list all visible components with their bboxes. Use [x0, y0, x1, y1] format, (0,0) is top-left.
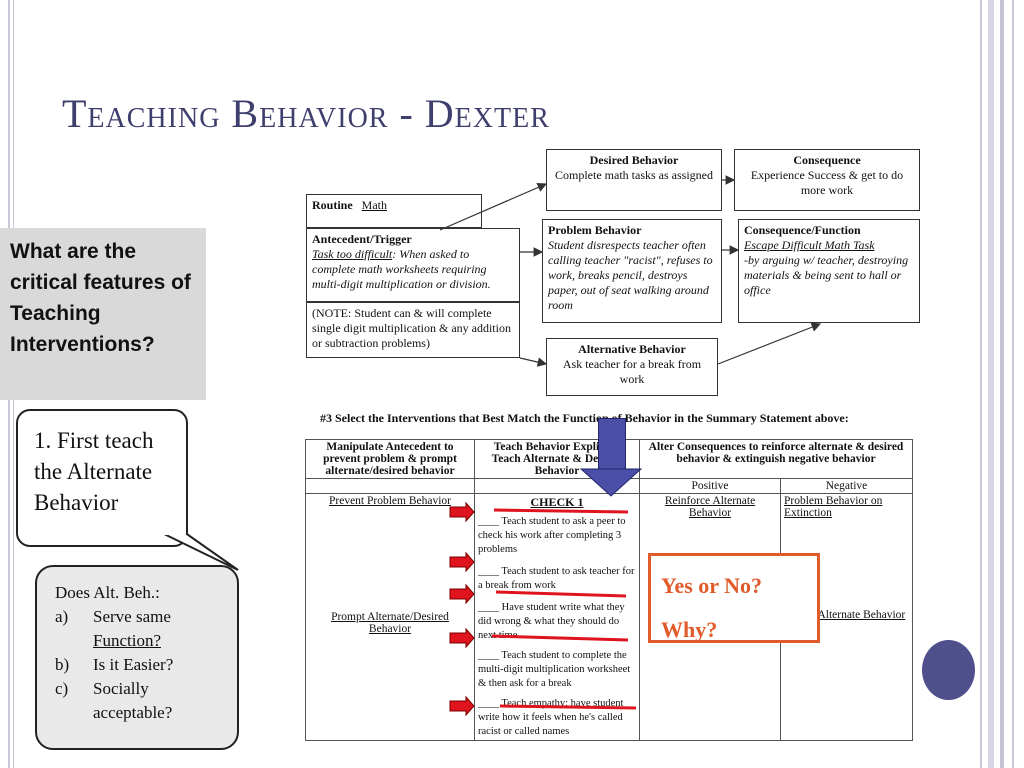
antecedent-heading: Antecedent/Trigger [312, 232, 412, 246]
item-text: Is it Easier? [93, 655, 174, 674]
strike-line [495, 590, 627, 598]
red-arrow-icon [449, 627, 475, 649]
antecedent-box: Antecedent/Trigger Task too difficult: W… [306, 228, 520, 302]
consequence-box: Consequence Experience Success & get to … [734, 149, 920, 211]
speech-bubble: 1. First teach the Alternate Behavior [16, 409, 188, 547]
arrow-antecedent-desired [439, 182, 548, 231]
bubble-text: 1. First teach the Alternate Behavior [34, 428, 154, 515]
slide-title: Teaching Behavior - Dexter [62, 91, 550, 136]
consequence-function-text: -by arguing w/ teacher, destroying mater… [744, 253, 909, 297]
problem-heading: Problem Behavior [548, 223, 642, 237]
antecedent-detail: : When asked to complete math worksheets… [312, 247, 491, 291]
why-text: Why? [661, 617, 718, 642]
note-box: (NOTE: Student can & will complete singl… [306, 302, 520, 358]
prompt-alt-label: Prompt Alternate/Desired Behavior [331, 611, 449, 635]
teach-item: ____ Teach student to ask teacher for a … [478, 566, 635, 591]
frame-line-right-4 [1012, 0, 1014, 768]
arrow-note-alternative [519, 357, 548, 367]
alternative-heading: Alternative Behavior [578, 342, 686, 356]
frame-line-right [980, 0, 982, 768]
teach-item: ____ Teach student to complete the multi… [478, 650, 631, 689]
consequence-function-box: Consequence/Function Escape Difficult Ma… [738, 219, 920, 323]
blue-down-arrow-icon [580, 468, 642, 497]
item-marker: c) [55, 679, 69, 698]
callout-heading: Does Alt. Beh.: [55, 583, 160, 602]
routine-label: Routine [312, 198, 353, 212]
teach-item: ____ Teach empathy: have student write h… [478, 698, 624, 737]
red-annotations [449, 501, 637, 717]
question-text: What are the critical features of Teachi… [10, 240, 191, 356]
yes-no-box: Yes or No? Why? [648, 553, 820, 643]
negative-head: Negative [780, 478, 913, 494]
question-box: What are the critical features of Teachi… [0, 228, 206, 400]
callout-item: c) Socially acceptable? [55, 677, 223, 725]
section-3-heading: #3 Select the Interventions that Best Ma… [320, 411, 849, 425]
alternative-behavior-box: Alternative Behavior Ask teacher for a b… [546, 338, 718, 396]
arrow-alternative-function [717, 322, 822, 365]
item-text: Socially acceptable? [93, 679, 173, 722]
col3-head: Alter Consequences to reinforce alternat… [639, 439, 913, 479]
routine-box: Routine Math [306, 194, 482, 228]
strike-line [491, 634, 629, 642]
desired-text: Complete math tasks as assigned [555, 168, 713, 182]
desired-behavior-box: Desired Behavior Complete math tasks as … [546, 149, 722, 211]
antecedent-detail-label: Task too difficult [312, 247, 393, 261]
red-arrow-icon [449, 583, 475, 605]
red-arrow-icon [449, 695, 475, 717]
decorative-circle [922, 640, 975, 700]
extinction-label: Problem Behavior on Extinction [784, 495, 883, 519]
consequence-heading: Consequence [793, 153, 861, 167]
callout-item: b) Is it Easier? [55, 653, 223, 677]
routine-value: Math [361, 198, 388, 212]
positive-head: Positive [639, 478, 781, 494]
check-label: CHECK 1 [530, 495, 584, 509]
reinforce-label: Reinforce Alternate Behavior [664, 495, 756, 519]
prevent-cell [305, 478, 475, 494]
consequence-function-heading: Consequence/Function [744, 223, 861, 237]
teach-item: ____ Teach student to ask a peer to chec… [478, 516, 626, 555]
item-marker: b) [55, 655, 70, 674]
item-text: Serve same [93, 607, 171, 626]
yes-no-text: Yes or No? [661, 573, 763, 598]
item-marker: a) [55, 607, 69, 626]
strike-line [493, 508, 629, 514]
prevent-label: Prevent Problem Behavior [328, 495, 451, 507]
col1-head: Manipulate Antecedent to prevent problem… [305, 439, 475, 479]
antecedent-col: Prevent Problem Behavior Prompt Alternat… [305, 493, 475, 741]
red-arrow-icon [449, 551, 475, 573]
consequence-text: Experience Success & get to do more work [750, 168, 904, 197]
red-arrow-icon [449, 501, 475, 523]
strike-line [499, 704, 637, 710]
bubble-tail [158, 531, 239, 571]
desired-heading: Desired Behavior [589, 153, 679, 167]
note-text: (NOTE: Student can & will complete singl… [312, 306, 511, 350]
teach-col: CHECK 1 ____ Teach student to ask a peer… [474, 493, 640, 741]
flow-arrows [439, 175, 822, 367]
problem-text: Student disrespects teacher often callin… [548, 238, 713, 312]
alternative-text: Ask teacher for a break from work [562, 357, 702, 386]
consequence-function-sub: Escape Difficult Math Task [744, 238, 875, 252]
frame-line-right-2 [988, 0, 994, 768]
blue-arrow-shaft [598, 418, 626, 472]
item-underlined-text: Function? [93, 631, 161, 650]
frame-line-right-3 [1000, 0, 1004, 768]
problem-behavior-box: Problem Behavior Student disrespects tea… [542, 219, 722, 323]
